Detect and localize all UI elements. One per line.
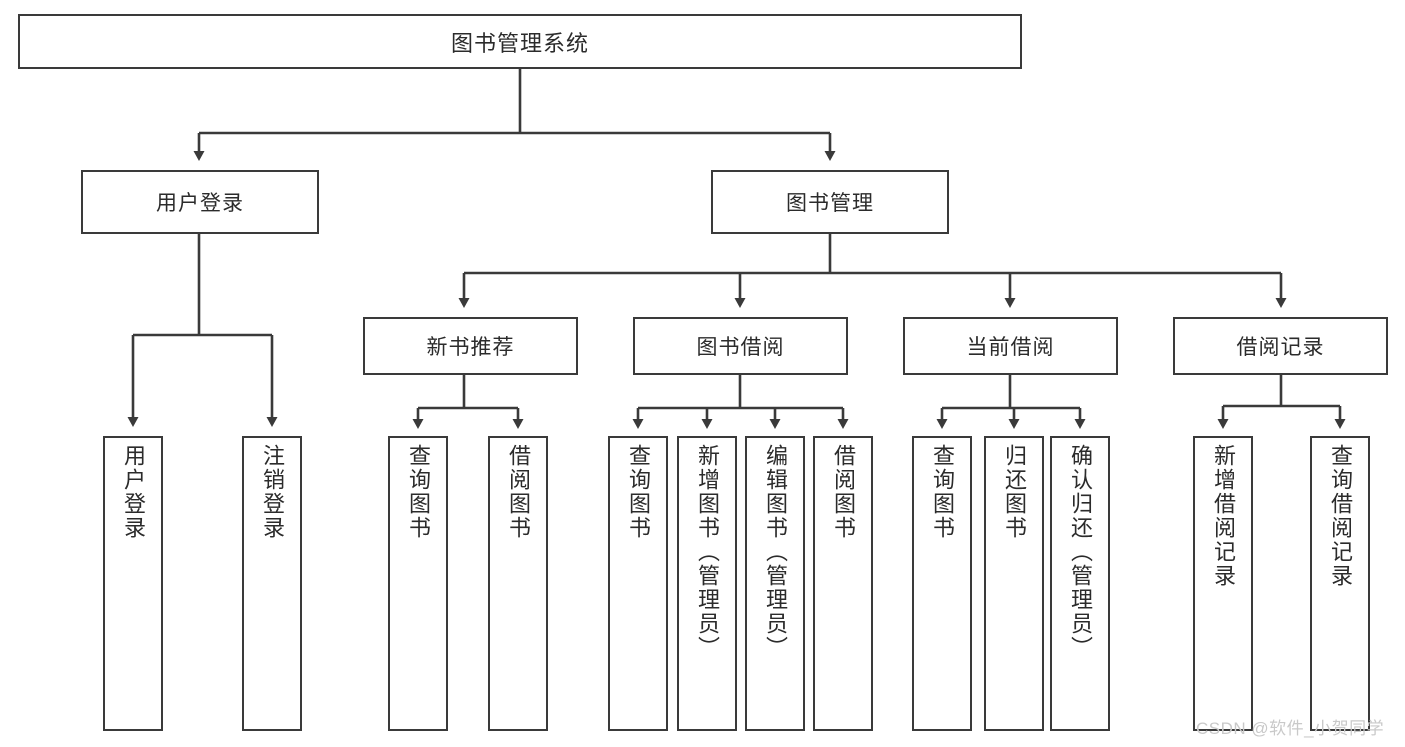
node-label: 查询图书	[625, 444, 651, 540]
node-label: 确认归还（管理员）	[1067, 444, 1093, 660]
leaf-query-book-1[interactable]: 查询图书	[388, 436, 448, 731]
node-label: 图书借阅	[696, 336, 785, 359]
leaf-add-record[interactable]: 新增借阅记录	[1193, 436, 1253, 731]
leaf-borrow-book-2[interactable]: 借阅图书	[813, 436, 873, 731]
node-label: 新增图书（管理员）	[694, 444, 720, 660]
node-label: 图书管理	[786, 192, 874, 215]
node-borrow-record[interactable]: 借阅记录	[1173, 317, 1388, 375]
node-label: 借阅图书	[505, 444, 531, 540]
node-label: 编辑图书（管理员）	[762, 444, 788, 660]
node-new-book-rec[interactable]: 新书推荐	[363, 317, 578, 375]
node-label: 注销登录	[259, 444, 285, 540]
node-user-login[interactable]: 用户登录	[81, 170, 319, 234]
leaf-borrow-book-1[interactable]: 借阅图书	[488, 436, 548, 731]
node-label: 查询借阅记录	[1327, 444, 1353, 588]
leaf-add-book[interactable]: 新增图书（管理员）	[677, 436, 737, 731]
node-label: 用户登录	[120, 444, 146, 540]
leaf-query-book-2[interactable]: 查询图书	[608, 436, 668, 731]
node-label: 用户登录	[156, 192, 244, 215]
leaf-edit-book[interactable]: 编辑图书（管理员）	[745, 436, 805, 731]
csdn-watermark: CSDN @软件_小贺同学	[1196, 719, 1385, 738]
leaf-user-login[interactable]: 用户登录	[103, 436, 163, 731]
node-label: 当前借阅	[966, 336, 1055, 359]
leaf-query-record[interactable]: 查询借阅记录	[1310, 436, 1370, 731]
node-label: 新书推荐	[426, 336, 515, 359]
leaf-return-book[interactable]: 归还图书	[984, 436, 1044, 731]
node-label: 图书管理系统	[450, 30, 589, 56]
node-book-manage[interactable]: 图书管理	[711, 170, 949, 234]
node-label: 借阅图书	[830, 444, 856, 540]
node-label: 查询图书	[929, 444, 955, 540]
node-label: 借阅记录	[1236, 336, 1325, 359]
leaf-confirm-return[interactable]: 确认归还（管理员）	[1050, 436, 1110, 731]
node-book-borrow[interactable]: 图书借阅	[633, 317, 848, 375]
leaf-user-logout[interactable]: 注销登录	[242, 436, 302, 731]
node-label: 新增借阅记录	[1210, 444, 1236, 588]
node-label: 归还图书	[1001, 444, 1027, 540]
node-label: 查询图书	[405, 444, 431, 540]
node-current-borrow[interactable]: 当前借阅	[903, 317, 1118, 375]
leaf-query-book-3[interactable]: 查询图书	[912, 436, 972, 731]
node-root-system[interactable]: 图书管理系统	[18, 14, 1022, 69]
